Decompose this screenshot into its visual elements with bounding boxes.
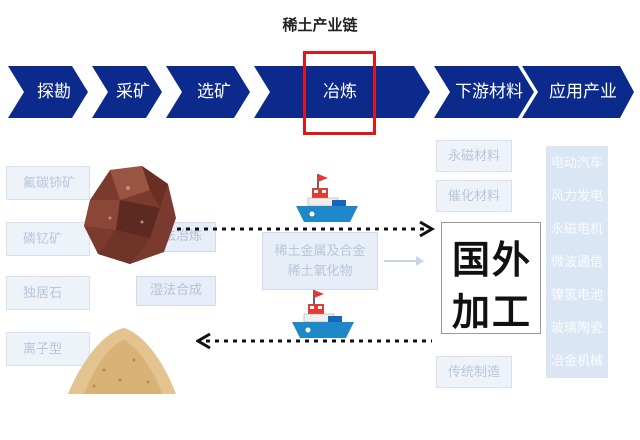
application-item-5: 镍氢电池 [550,288,603,303]
process-box-2: 湿法合成 [136,276,216,306]
chain-stage-3: 选矿 [197,82,231,102]
ore-rock-image [84,166,176,264]
foreign-processing-box: 国外 加工 [441,222,541,334]
mineral-box-2: 磷钇矿 [6,222,90,256]
diagram-title: 稀土产业链 [282,16,358,34]
chevron-shape-3 [166,66,250,118]
chevron-shape-6 [522,66,634,118]
chevron-shape-4 [254,66,430,118]
chain-stage-4: 冶炼 [323,82,357,102]
mineral-box-3: 独居石 [6,276,90,310]
overlay-line-2: 加工 [451,290,532,334]
chain-stage-2: 采矿 [116,82,150,102]
chevron-shapes [8,66,634,118]
application-item-6: 玻璃陶瓷 [550,321,603,336]
cargo-ship-icon [296,174,358,222]
highlight-frame [303,51,376,135]
faded-arrow-icon [384,256,424,266]
chevron-shape-1 [8,66,88,118]
chain-stage-5: 下游材料 [455,82,523,102]
overlay-line-1: 国外 [451,238,532,282]
application-column [546,146,608,378]
intermediate-box: 稀土金属及合金 稀土氧化物 [262,232,378,290]
cargo-ship-icon-return [292,290,354,338]
mineral-box-1: 氟碳铈矿 [6,166,90,200]
industry-chain-bar: 探勘 采矿 选矿 冶炼 下游材料 应用产业 [8,66,634,118]
export-arrow-icon [150,220,435,238]
material-box-2: 催化材料 [436,180,512,212]
import-arrow-icon [196,332,432,350]
chain-stage-6: 应用产业 [549,82,617,102]
chain-stage-1: 探勘 [37,82,71,102]
application-item-7: 冶金机械 [550,354,603,369]
material-box-3: 传统制造 [436,356,512,388]
sand-pile-image [68,328,176,394]
application-item-3: 永磁电机 [550,222,603,237]
material-box-1: 永磁材料 [436,140,512,172]
application-item-4: 微波通信 [550,255,603,270]
chevron-shape-2 [92,66,162,118]
intermediate-line-1: 稀土金属及合金 [274,244,366,259]
application-item-2: 风力发电 [550,189,603,204]
mineral-box-4: 离子型 [6,332,90,366]
intermediate-line-2: 稀土氧化物 [287,264,353,279]
application-item-1: 电动汽车 [550,156,603,171]
chevron-shape-5 [434,66,534,118]
